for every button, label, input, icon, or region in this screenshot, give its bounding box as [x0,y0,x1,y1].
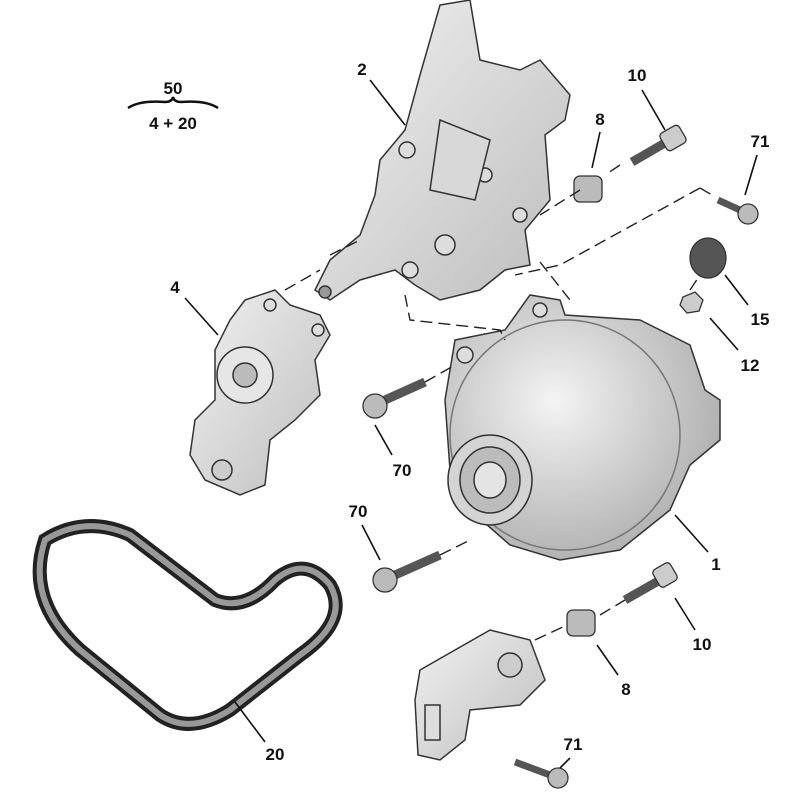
spacer-8-bottom[interactable] [566,609,596,637]
callout-4[interactable]: 4 [170,278,180,297]
subset-note-bottom: 4 + 20 [149,114,197,133]
bracket-part-2[interactable] [314,0,571,301]
leader-lines [184,79,758,769]
tensioner-part-4[interactable] [189,289,331,496]
brace [127,96,219,110]
callout-8-bottom[interactable]: 8 [621,680,631,699]
callout-2[interactable]: 2 [357,60,367,79]
nut-12[interactable] [679,291,704,314]
callout-71-top[interactable]: 71 [750,132,770,151]
callout-10-bottom[interactable]: 10 [692,635,712,654]
callout-12[interactable]: 12 [740,356,760,375]
bolt-71-top[interactable] [716,196,759,225]
bolt-70-upper[interactable] [362,377,427,419]
bolt-10-bottom[interactable] [622,561,679,604]
belt-part-20[interactable] [32,519,343,731]
callout-71-bottom[interactable]: 71 [563,735,583,754]
cap-15[interactable] [689,237,727,279]
subset-note-top: 50 [163,79,183,98]
callout-70-upper[interactable]: 70 [392,461,412,480]
callout-15[interactable]: 15 [750,310,770,329]
spacer-8-top[interactable] [573,175,603,203]
callout-20[interactable]: 20 [265,745,285,764]
callout-70-lower[interactable]: 70 [348,502,368,521]
lower-bracket[interactable] [414,629,546,761]
bolt-71-bottom[interactable] [513,758,569,789]
callout-10-top[interactable]: 10 [627,66,647,85]
assembly-lines [284,164,713,641]
callout-1[interactable]: 1 [711,555,721,574]
bolt-70-lower[interactable] [372,550,442,593]
bolt-10-top[interactable] [629,124,688,166]
callout-8-top[interactable]: 8 [595,110,605,129]
alternator-part-1[interactable] [444,294,721,561]
